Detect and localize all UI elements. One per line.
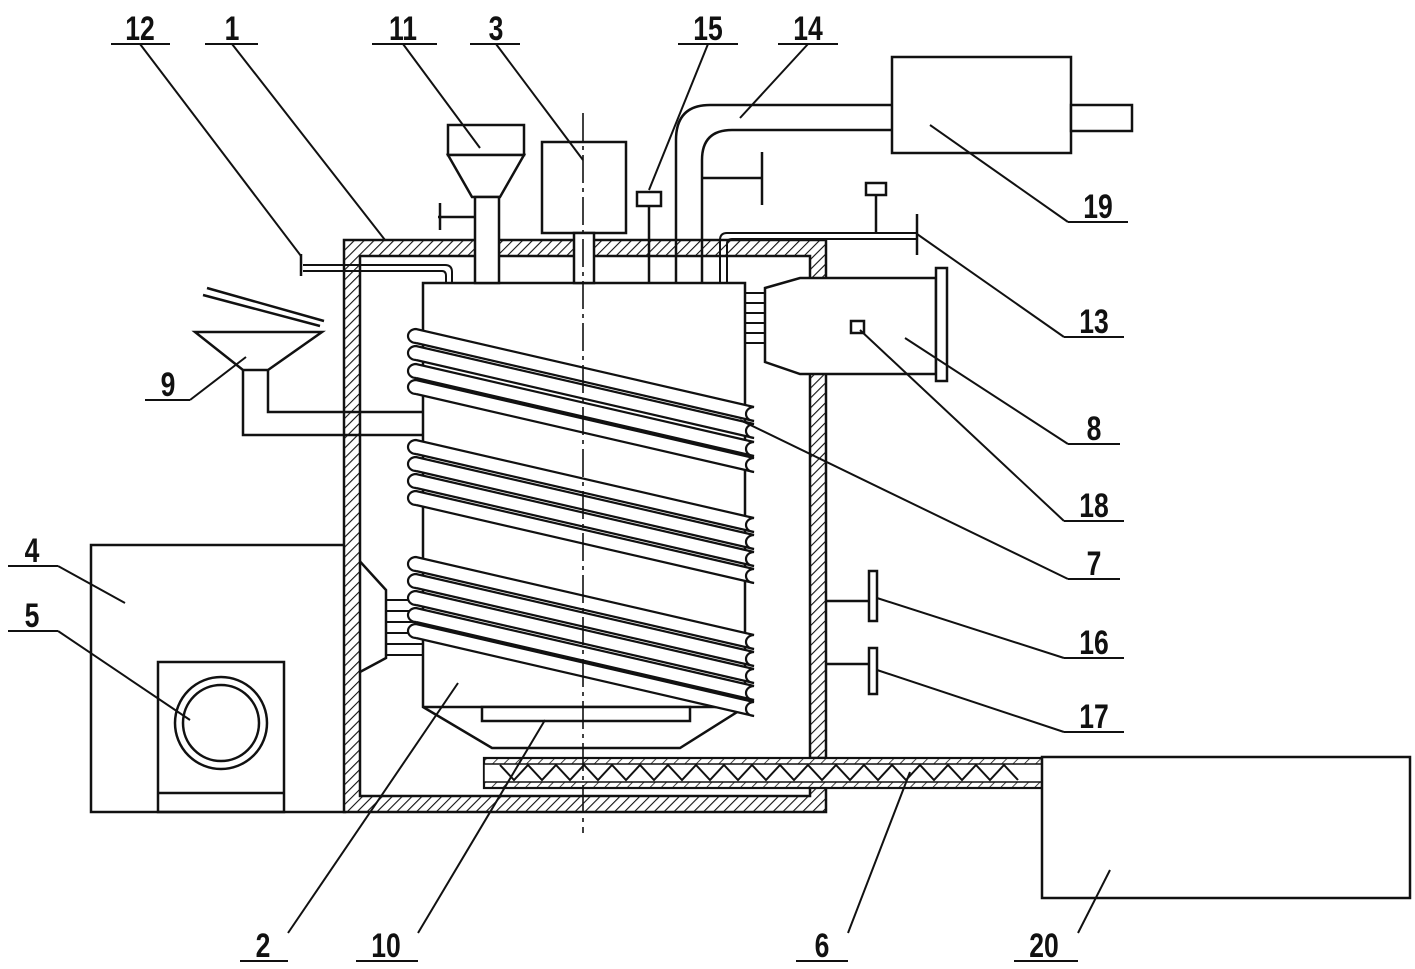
leader-line	[739, 419, 1069, 580]
leader-line	[231, 43, 386, 241]
left-top-pipe	[299, 254, 453, 283]
top-drive	[540, 140, 628, 285]
exhaust-pipe	[674, 103, 892, 283]
part-label-18: 18	[1079, 487, 1109, 525]
part-label-20: 20	[1029, 927, 1059, 965]
leader-line	[847, 771, 911, 934]
coil-turn	[406, 472, 755, 568]
leader-line	[402, 43, 481, 149]
part-label-9: 9	[161, 366, 176, 404]
part-label-7: 7	[1087, 545, 1102, 583]
coil-turn	[406, 344, 755, 440]
part-label-14: 14	[793, 10, 823, 48]
upper-side-valve	[826, 569, 879, 623]
leader-line	[495, 43, 584, 161]
receiving-tank	[1040, 755, 1412, 900]
part-label-19: 19	[1083, 188, 1113, 226]
fan-ring	[173, 675, 269, 771]
coil-turn	[406, 606, 755, 702]
part-label-2: 2	[256, 927, 271, 965]
coil-turn	[406, 378, 755, 474]
leader-line	[189, 356, 247, 401]
coil-turn	[406, 362, 755, 458]
leader-line	[739, 43, 809, 119]
leader-line	[929, 124, 1069, 223]
leader-lines	[8, 43, 1128, 962]
leader-line	[139, 43, 302, 257]
leader-line	[57, 630, 191, 721]
coil-turn	[406, 572, 755, 668]
part-label-1: 1	[225, 10, 240, 48]
part-label-5: 5	[25, 597, 40, 635]
leader-line	[876, 669, 1065, 733]
coil-turn	[406, 555, 755, 651]
burner	[745, 266, 949, 383]
part-label-10: 10	[371, 927, 401, 965]
leader-line	[904, 337, 1069, 445]
leader-line	[287, 682, 459, 934]
coil-turn	[406, 438, 755, 534]
screw-conveyor	[482, 756, 1044, 790]
leader-line	[876, 597, 1065, 659]
part-label-6: 6	[815, 927, 830, 965]
top-hopper	[438, 123, 527, 285]
part-label-12: 12	[125, 10, 155, 48]
condenser	[890, 55, 1134, 155]
lower-side-valve	[826, 646, 879, 696]
leader-line	[417, 719, 546, 934]
part-label-15: 15	[693, 10, 723, 48]
coil-turn	[406, 327, 755, 423]
coil-turn	[406, 455, 755, 551]
part-label-17: 17	[1079, 698, 1109, 736]
part-label-13: 13	[1079, 303, 1109, 341]
feed-funnel	[191, 286, 423, 437]
heating-coil	[406, 327, 755, 718]
top-gauge	[635, 190, 663, 283]
part-label-8: 8	[1087, 410, 1102, 448]
leader-line	[1077, 869, 1111, 934]
coil-turn	[406, 489, 755, 585]
coil-turn	[406, 622, 755, 718]
leader-line	[57, 565, 126, 604]
part-label-11: 11	[389, 10, 417, 48]
part-label-16: 16	[1079, 624, 1109, 662]
leader-line	[916, 233, 1065, 338]
leader-line	[648, 43, 709, 191]
coil-turn	[406, 589, 755, 685]
part-label-4: 4	[25, 532, 40, 570]
part-label-3: 3	[489, 10, 504, 48]
leader-line	[859, 329, 1065, 522]
right-top-pipe	[719, 181, 919, 283]
